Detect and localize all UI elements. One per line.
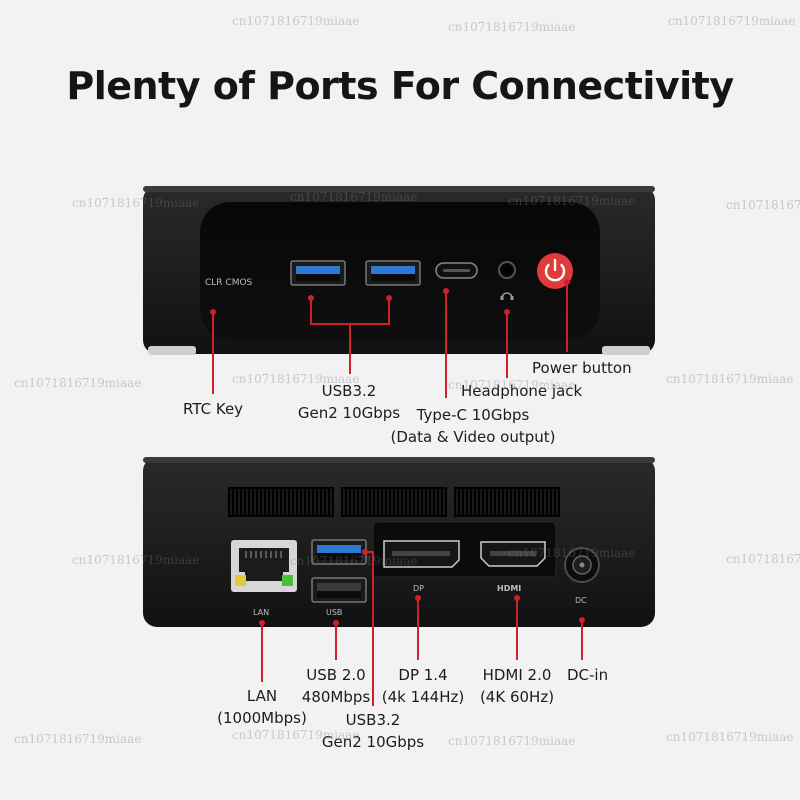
watermark: cn1071816719miaae bbox=[726, 552, 800, 566]
callout-rear-usb32-line2: Gen2 10Gbps bbox=[321, 733, 425, 751]
callout-dp: DP 1.4 (4k 144Hz) bbox=[376, 664, 470, 708]
callout-power-button: Power button bbox=[532, 359, 632, 377]
watermark: cn1071816719miaae bbox=[448, 734, 576, 748]
watermark: cn1071816719miaae bbox=[290, 190, 418, 204]
callout-typec-line1: Type-C 10Gbps bbox=[416, 406, 530, 424]
callout-typec-line2: (Data & Video output) bbox=[390, 428, 556, 446]
rear-usb32-port bbox=[311, 539, 367, 565]
callout-hdmi-line1: HDMI 2.0 bbox=[482, 666, 552, 684]
watermark: cn1071816719miaae bbox=[508, 194, 636, 208]
callout-lan-line2: (1000Mbps) bbox=[217, 709, 307, 727]
rear-vents bbox=[228, 487, 560, 517]
callout-usb20-line1: USB 2.0 bbox=[306, 666, 366, 684]
usb-port-label: USB bbox=[326, 608, 342, 617]
rear-device: LAN USB DP HDMI DC bbox=[143, 457, 655, 627]
callout-rtc-key: RTC Key bbox=[183, 400, 244, 418]
watermark: cn1071816719miaae bbox=[232, 372, 360, 386]
page-title: Plenty of Ports For Connectivity bbox=[66, 64, 734, 108]
dp-port-label: DP bbox=[413, 584, 424, 593]
watermark: cn1071816719miaae bbox=[726, 198, 800, 212]
watermark: cn1071816719miaae bbox=[14, 376, 142, 390]
callout-dp-line1: DP 1.4 bbox=[398, 666, 448, 684]
front-usb-port-1 bbox=[290, 260, 346, 286]
callout-front-usb32: USB3.2 Gen2 10Gbps bbox=[286, 380, 412, 424]
watermark: cn1071816719miaae bbox=[668, 14, 796, 28]
callout-rear-usb32: USB3.2 Gen2 10Gbps bbox=[314, 709, 432, 753]
lan-port-label: LAN bbox=[253, 608, 269, 617]
front-typec-port bbox=[435, 262, 478, 279]
rear-lan-port bbox=[231, 540, 297, 592]
watermark: cn1071816719miaae bbox=[232, 14, 360, 28]
hdmi-port-label: HDMI bbox=[497, 584, 521, 593]
clr-cmos-label: CLR CMOS bbox=[205, 278, 253, 288]
rear-usb20-port bbox=[311, 577, 367, 603]
watermark: cn1071816719miaae bbox=[232, 728, 360, 742]
callout-lan: LAN (1000Mbps) bbox=[205, 685, 319, 729]
callout-front-usb32-line1: USB3.2 bbox=[321, 382, 377, 400]
rear-dc-port bbox=[564, 547, 600, 583]
front-usb-port-2 bbox=[365, 260, 421, 286]
watermark: cn1071816719miaae bbox=[290, 554, 418, 568]
front-callout-lines bbox=[210, 279, 570, 398]
callout-typec: Type-C 10Gbps (Data & Video output) bbox=[380, 404, 566, 448]
watermark: cn1071816719miaae bbox=[448, 20, 576, 34]
rear-dp-port bbox=[383, 540, 460, 568]
callout-usb20-line2: 480Mbps bbox=[301, 688, 371, 706]
rear-hdmi-port bbox=[480, 541, 546, 567]
rear-callout-lines bbox=[259, 549, 585, 706]
watermark: cn1071816719miaae bbox=[72, 553, 200, 567]
watermark: cn1071816719miaae bbox=[72, 196, 200, 210]
front-power-button bbox=[537, 253, 573, 289]
watermark: cn1071816719miaae bbox=[448, 378, 576, 392]
front-headphone-jack bbox=[498, 261, 516, 300]
callout-dp-line2: (4k 144Hz) bbox=[381, 688, 465, 706]
callout-lan-line1: LAN bbox=[246, 687, 278, 705]
rear-vent-slats bbox=[230, 489, 558, 515]
front-device: CLR CMOS bbox=[143, 186, 655, 355]
callout-dc-in: DC-in bbox=[567, 666, 609, 684]
callout-usb20: USB 2.0 480Mbps bbox=[291, 664, 381, 708]
watermark: cn1071816719miaae bbox=[508, 546, 636, 560]
callout-hdmi: HDMI 2.0 (4K 60Hz) bbox=[470, 664, 564, 708]
callout-headphone-jack: Headphone jack bbox=[461, 382, 583, 400]
callout-rear-usb32-line1: USB3.2 bbox=[345, 711, 401, 729]
dc-port-label: DC bbox=[575, 596, 587, 605]
callout-hdmi-line2: (4K 60Hz) bbox=[479, 688, 555, 706]
watermark: cn1071816719miaae bbox=[666, 372, 794, 386]
watermark: cn1071816719miaae bbox=[666, 730, 794, 744]
callout-front-usb32-line2: Gen2 10Gbps bbox=[297, 404, 401, 422]
watermark: cn1071816719miaae bbox=[14, 732, 142, 746]
